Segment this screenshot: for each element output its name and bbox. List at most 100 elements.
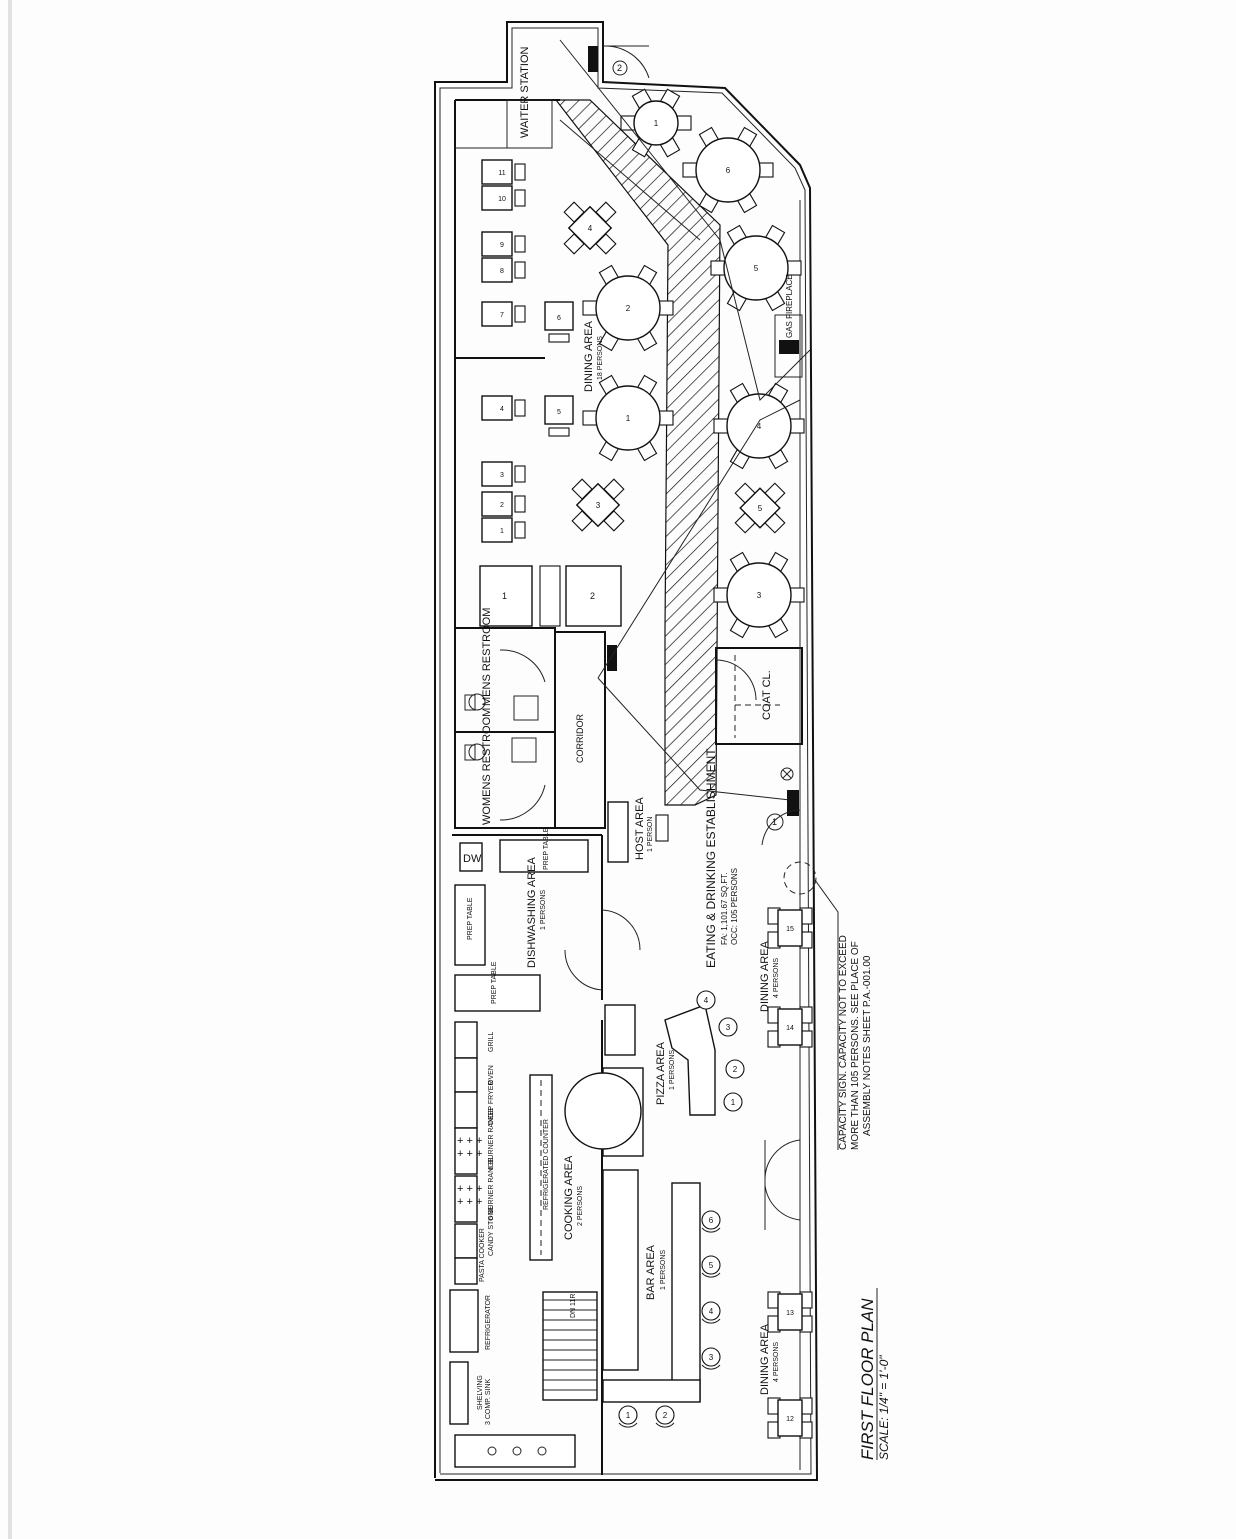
long-table-2 xyxy=(565,565,622,627)
dining-lower-occ: 4 PERSONS xyxy=(773,958,780,998)
svg-text:+ + +: + + + xyxy=(457,1135,482,1147)
booth-table-label: 4 xyxy=(500,406,504,413)
dishwashing-area: DW PREP TABLE PREP TABLE DISHWASHING ARE… xyxy=(454,827,641,991)
accessible-route xyxy=(554,99,721,806)
lower-table: 12 xyxy=(767,1397,813,1439)
lower-table-label: 14 xyxy=(786,1025,794,1032)
side-table: 6 xyxy=(544,301,574,343)
bar-stool: 6 xyxy=(701,1210,721,1233)
booth-table-label: 11 xyxy=(498,170,505,177)
bar-area-occ: 1 PERSONS xyxy=(660,1250,667,1290)
booth-table-label: 9 xyxy=(500,242,504,249)
booth-table: 4 xyxy=(481,395,526,421)
eating-drinking-block: EATING & DRINKING ESTABLISHMENT FA: 1,10… xyxy=(704,748,739,968)
candy-stone-label: CANDY STONE xyxy=(488,1205,495,1256)
pizza-stool-label: 3 xyxy=(726,1023,731,1032)
main-entrance: 1 xyxy=(761,767,839,1150)
restrooms: MENS RESTROOM WOMENS RESTROOM CORRIDOR xyxy=(464,608,617,825)
refrig-counter-label: REFRIGERATED COUNTER xyxy=(543,1119,550,1210)
bar-stool-label: 2 xyxy=(663,1411,668,1420)
long-table-2-label: 2 xyxy=(590,591,595,601)
dining-bottom-label: DINING AREA xyxy=(759,1323,771,1395)
dining-upper-occ: 18 PERSONS xyxy=(597,336,604,380)
round-table: 4 xyxy=(713,382,805,470)
range-1-label: 6 BURNER RANGE xyxy=(488,1107,495,1170)
booth-table: 1 xyxy=(481,517,526,543)
booth-table: 9 xyxy=(481,231,526,257)
bar-stool: 5 xyxy=(701,1255,721,1278)
booth-table-label: 3 xyxy=(500,472,504,479)
square-table: 4 xyxy=(563,201,617,255)
round-table-label: 2 xyxy=(626,304,631,313)
dining-upper-label: DINING AREA xyxy=(583,320,595,392)
exit-marker-2: 2 xyxy=(617,63,622,73)
booth-table-label: 1 xyxy=(500,528,504,535)
round-table-label: 4 xyxy=(757,422,762,431)
range-2-label: 6 BURNER RANGE xyxy=(488,1157,495,1220)
square-table-label: 5 xyxy=(758,504,763,513)
capacity-note-line3: ASSEMBLY NOTES SHEET P.A.-001.00 xyxy=(862,955,873,1136)
bar-stool: 3 xyxy=(701,1347,721,1370)
square-table-label: 4 xyxy=(588,224,593,233)
long-tables: 1 2 xyxy=(479,565,622,627)
bar-stool-label: 5 xyxy=(709,1261,714,1270)
mens-restroom-label: MENS RESTROOM xyxy=(481,608,493,706)
bar-stool-label: 4 xyxy=(709,1307,714,1316)
coat-closet: COAT CL. xyxy=(715,655,780,738)
pizza-stool: 3 xyxy=(718,1017,738,1037)
prep-table-3-label: PREP TABLE xyxy=(491,961,498,1004)
pizza-area-label: PIZZA AREA xyxy=(655,1041,667,1105)
long-table-1-label: 1 xyxy=(502,591,507,601)
bar-stool: 4 xyxy=(701,1301,721,1324)
pizza-stool: 4 xyxy=(696,990,716,1010)
bar-stool-label: 3 xyxy=(709,1353,714,1362)
shelving-label: SHELVING xyxy=(477,1375,484,1410)
bar-stool-label: 6 xyxy=(709,1216,714,1225)
square-table-label: 3 xyxy=(596,501,601,510)
gas-fireplace-label: GAS FIREPLACE xyxy=(785,274,794,338)
lower-table: 14 xyxy=(767,1006,813,1048)
lower-dining: DINING AREA 4 PERSONS 15 14 13 12 DINING AR… xyxy=(759,907,813,1439)
lower-table-label: 13 xyxy=(786,1310,794,1317)
cooking-line: PREP TABLE GRILL OVEN DEEP FRYER + + + +… xyxy=(449,961,598,1468)
dishwasher-label: DW xyxy=(463,853,482,865)
svg-text:+ + +: + + + xyxy=(457,1196,482,1208)
lower-table: 13 xyxy=(767,1291,813,1333)
round-table-label: 1 xyxy=(626,414,631,423)
stair-label: DN 11R xyxy=(570,1294,577,1318)
prep-table-2-label: PREP TABLE xyxy=(467,897,474,940)
capacity-note-line2: MORE THAN 105 PERSONS. SEE PLACE OF xyxy=(850,941,861,1150)
side-table-label: 6 xyxy=(557,315,561,322)
round-table-label: 1 xyxy=(654,119,659,128)
page-edge xyxy=(8,0,12,1539)
plan-scale: SCALE: 1/4" = 1'-0" xyxy=(877,1355,891,1460)
host-area: HOST AREA 1 PERSON xyxy=(607,797,669,863)
eating-fa-label: FA: 1,101.67 SQ.FT. xyxy=(720,873,729,945)
plan-title: FIRST FLOOR PLAN xyxy=(858,1298,877,1460)
lower-table-label: 15 xyxy=(786,926,794,933)
booth-table-label: 2 xyxy=(500,502,504,509)
side-table-label: 5 xyxy=(557,409,561,416)
sink-label: 3 COMP. SINK xyxy=(485,1379,492,1425)
grill-label: GRILL xyxy=(488,1032,495,1052)
round-table-label: 3 xyxy=(757,591,762,600)
oven-label: OVEN xyxy=(488,1065,495,1085)
square-table: 3 xyxy=(571,478,625,532)
dining-bottom-occ: 4 PERSONS xyxy=(773,1342,780,1382)
round-table: 6 xyxy=(682,126,774,214)
deep-fryer-label: DEEP FRYER xyxy=(488,1081,495,1125)
cooking-area-label: COOKING AREA xyxy=(563,1155,575,1240)
pizza-stool-label: 1 xyxy=(731,1098,736,1107)
booth-table: 7 xyxy=(481,301,526,327)
bar-area-label: BAR AREA xyxy=(645,1244,657,1300)
booth-table-label: 7 xyxy=(500,312,504,319)
egress-paths xyxy=(559,39,811,801)
round-table: 1 xyxy=(620,88,692,158)
booth-table-label: 10 xyxy=(498,196,506,203)
side-table: 5 xyxy=(544,395,574,437)
capacity-note: CAPACITY SIGN. CAPACITY NOT TO EXCEED MO… xyxy=(838,935,873,1150)
dining-lower-label: DINING AREA xyxy=(759,940,771,1012)
